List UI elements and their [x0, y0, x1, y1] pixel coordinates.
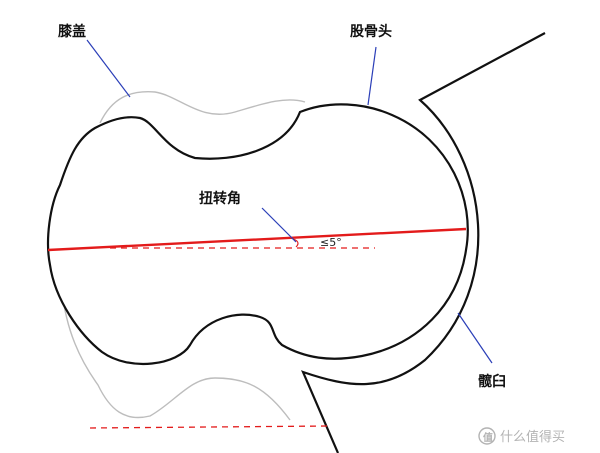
label-femoral-head: 股骨头 [350, 23, 392, 40]
reference-dashed-line-lower [89, 425, 331, 429]
acetabulum-outline [301, 32, 546, 453]
leader-line-acetabulum [457, 312, 493, 364]
leader-line-patella [86, 39, 131, 98]
ghost-femur-bottom-outline [61, 289, 291, 421]
zhi-badge-icon [478, 427, 496, 445]
ghost-femur-top-outline [99, 91, 306, 124]
watermark: 值 什么值得买 [478, 427, 565, 445]
label-acetabulum: 髋臼 [478, 373, 506, 390]
leader-line-torsion-angle [261, 207, 297, 243]
watermark-text: 什么值得买 [500, 429, 565, 445]
femoral-neck-axis-line [47, 227, 467, 252]
label-torsion-angle: 扭转角 [199, 190, 241, 207]
zhi-badge-glyph: 值 [483, 431, 493, 444]
label-angle-value: ≤5° [320, 236, 342, 249]
femur-outline [46, 103, 469, 365]
label-patella: 膝盖 [58, 23, 86, 40]
leader-line-femoral-head [367, 46, 377, 106]
